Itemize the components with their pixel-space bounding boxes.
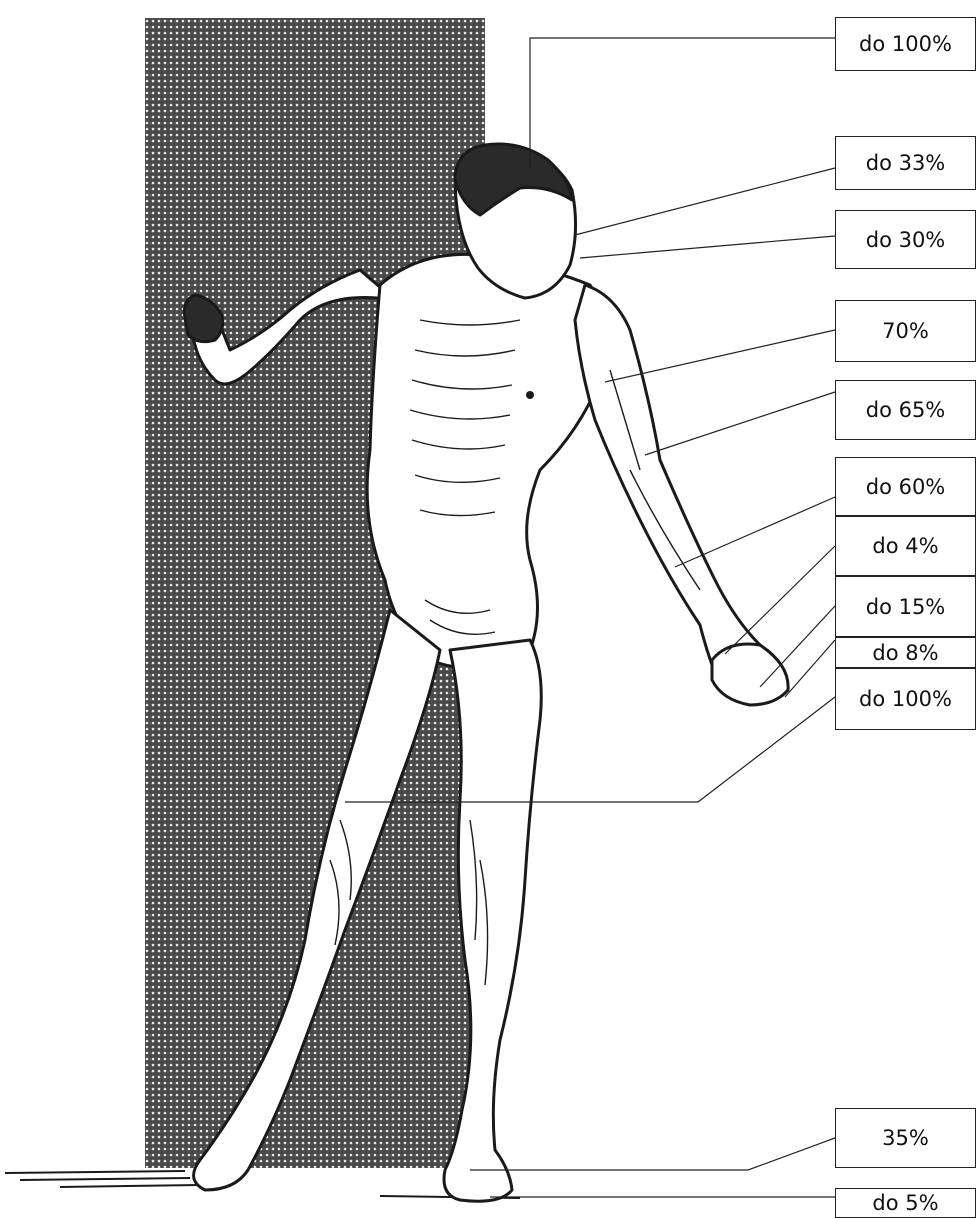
label-upper-arm: do 65% [835,380,976,440]
label-mouth: do 30% [835,210,976,269]
leader-line-head [530,38,835,168]
label-eye: do 33% [835,136,976,190]
fist [712,644,788,705]
leader-line-mouth [580,236,835,258]
leader-line-fingers [760,606,835,687]
label-shoulder: 70% [835,300,976,362]
label-thigh: do 100% [835,668,976,730]
leader-line-thumb [785,640,835,697]
torso [367,254,605,668]
label-ankle: 35% [835,1108,976,1168]
leader-line-upper-arm [645,392,835,455]
extended-arm [575,285,778,700]
label-head: do 100% [835,17,976,71]
leader-line-ankle [470,1138,835,1170]
label-toes: do 5% [835,1188,976,1218]
label-fingers: do 15% [835,576,976,637]
label-thumb: do 8% [835,637,976,668]
label-palm: do 4% [835,516,976,576]
leader-line-eye [575,168,835,235]
leader-line-shoulder [605,330,835,382]
leader-line-forearm [675,497,835,567]
leader-line-palm [725,546,835,654]
label-forearm: do 60% [835,457,976,516]
